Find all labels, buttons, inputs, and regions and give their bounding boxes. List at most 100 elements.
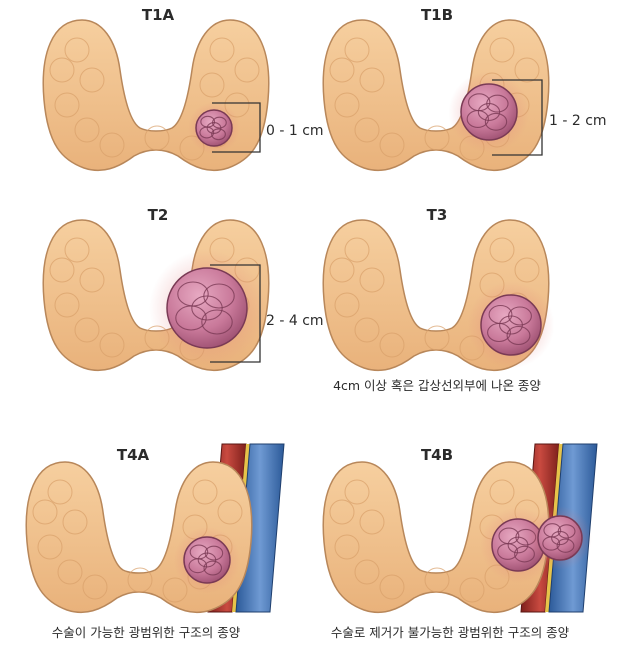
thyroid-lobule — [64, 237, 90, 263]
thyroid-lobule — [79, 267, 105, 293]
tumor-body — [166, 267, 248, 349]
tumor-nodule — [448, 71, 530, 153]
thyroid-lobule — [424, 567, 450, 593]
thyroid-lobule — [489, 37, 515, 63]
tumor-body — [480, 294, 542, 356]
tumor-nodule — [187, 101, 241, 155]
thyroid-lobule — [424, 325, 450, 351]
tumor-body — [183, 536, 231, 584]
stage-title-t4a: T4A — [117, 446, 150, 464]
caption-t4a: 수술이 가능한 광범위한 구조의 종양 — [52, 625, 241, 640]
tumor-lobule — [201, 309, 233, 335]
tumor-lobule — [206, 122, 222, 134]
thyroid-lobule — [379, 132, 405, 158]
thyroid-lobule — [37, 534, 63, 560]
thyroid-lobule — [79, 67, 105, 93]
stage-title-t2: T2 — [148, 206, 169, 224]
thyroid-lobule — [217, 499, 243, 525]
thyroid-lobule — [209, 37, 235, 63]
tumor-lobule — [507, 536, 529, 554]
tumor-lobule — [506, 325, 531, 346]
tumor-lobule — [477, 103, 501, 121]
tumor-lobule — [175, 305, 207, 331]
thyroid-gland — [42, 19, 270, 172]
thyroid-lobule — [99, 332, 125, 358]
thyroid-lobule — [354, 117, 380, 143]
thyroid-lobule — [359, 509, 385, 535]
thyroid-lobule — [329, 499, 355, 525]
stage-t1a-panel — [42, 19, 270, 172]
tumor-lobule — [188, 558, 208, 574]
thyroid-lobule — [144, 125, 170, 151]
caption-t3: 4cm 이상 혹은 갑상선외부에 나온 종양 — [333, 378, 541, 393]
thyroid-lobule — [74, 117, 100, 143]
stage-title-t3: T3 — [427, 206, 448, 224]
thyroid-lobule — [64, 37, 90, 63]
thyroid-lobule — [334, 534, 360, 560]
size-bracket — [210, 264, 261, 363]
thyroid-lobule — [459, 577, 485, 603]
thyroid-lobule — [62, 509, 88, 535]
thyroid-lobule — [344, 479, 370, 505]
thyroid-lobule — [354, 559, 380, 585]
thyroid-lobule — [359, 267, 385, 293]
stage-title-t1a: T1A — [142, 6, 175, 24]
thyroid-lobule — [514, 57, 540, 83]
tumor-lobule — [487, 322, 511, 343]
size-bracket — [212, 102, 261, 153]
thyroid-lobule — [379, 332, 405, 358]
caption-t4b: 수술로 제거가 불가능한 광범위한 구조의 종양 — [331, 625, 570, 640]
stage-t2-panel — [42, 219, 270, 372]
tumor-lobule — [197, 552, 217, 568]
thyroid-lobule — [57, 559, 83, 585]
size-bracket — [492, 79, 543, 156]
thyroid-lobule — [32, 499, 58, 525]
thyroid-lobule — [359, 67, 385, 93]
size-bracket-line — [210, 264, 261, 363]
thyroid-lobule — [344, 37, 370, 63]
tumor-lobule — [203, 560, 223, 576]
thyroid-lobule — [424, 125, 450, 151]
thyroid-lobule — [514, 257, 540, 283]
thyroid-lobule — [199, 72, 225, 98]
tumor-lobule — [484, 112, 508, 131]
thyroid-lobule — [489, 237, 515, 263]
thyroid-lobule — [162, 577, 188, 603]
thyroid-lobule — [234, 57, 260, 83]
thyroid-lobes — [42, 19, 270, 172]
thyroid-lobule — [489, 479, 515, 505]
thyroid-lobule — [49, 257, 75, 283]
tumor-body — [460, 83, 518, 141]
tumor-nodule — [149, 250, 265, 366]
tumor-lobule — [211, 128, 226, 141]
tumor-lobule — [556, 538, 575, 553]
tumor-lobule — [497, 543, 519, 560]
thyroid-lobule — [192, 479, 218, 505]
tumor-lobule — [191, 295, 223, 321]
tumor-nodule — [528, 506, 592, 570]
thyroid-lobule — [54, 292, 80, 318]
tumor-body — [537, 515, 583, 561]
stage-t4a-panel — [25, 443, 285, 614]
thyroid-lobule — [334, 92, 360, 118]
size-label-t1a: 0 - 1 cm — [266, 123, 324, 139]
size-label-t2: 2 - 4 cm — [266, 313, 324, 329]
thyroid-lobule — [329, 57, 355, 83]
tumor-lobule — [466, 110, 489, 128]
stage-t4b-panel — [322, 443, 598, 614]
thyroid-lobule — [74, 317, 100, 343]
thyroid-lobule — [334, 292, 360, 318]
thyroid-lobule — [329, 257, 355, 283]
tumor-lobule — [551, 530, 569, 546]
stage-t1b-panel — [322, 19, 550, 172]
tumor-lobule — [499, 315, 523, 335]
tumor-nodule — [467, 281, 555, 369]
size-bracket-line — [492, 79, 543, 156]
thyroid-lobule — [49, 57, 75, 83]
stage-t3-panel — [322, 219, 555, 372]
stage-title-t1b: T1B — [421, 6, 453, 24]
thyroid-lobule — [82, 574, 108, 600]
thyroid-lobule — [99, 132, 125, 158]
size-bracket-line — [212, 102, 261, 153]
